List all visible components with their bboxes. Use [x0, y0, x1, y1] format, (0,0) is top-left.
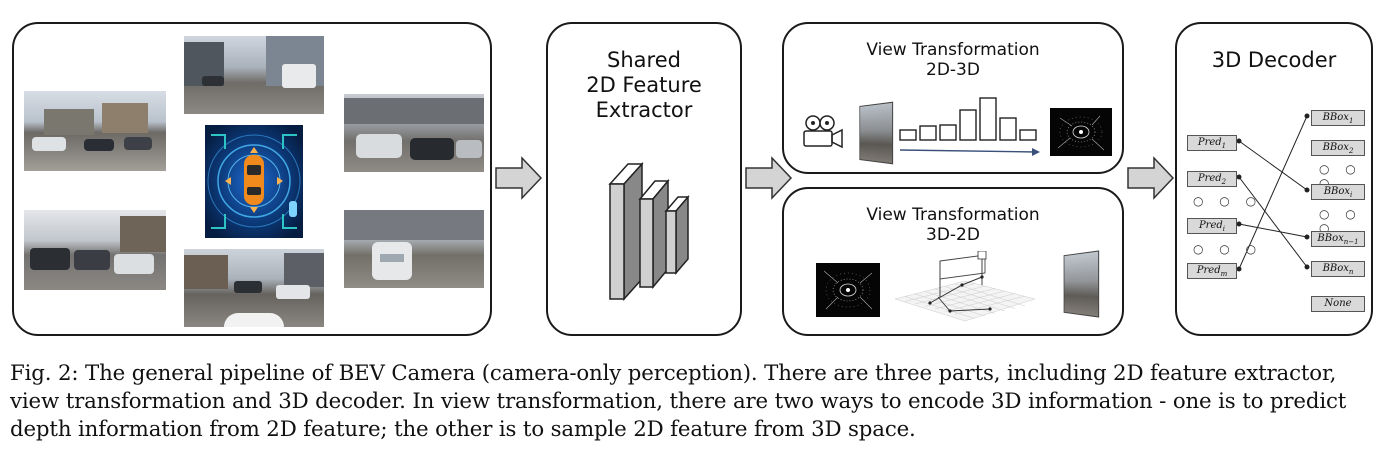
flow-arrow-3	[1127, 156, 1175, 200]
depth-distribution-bars	[899, 97, 1040, 156]
bbox-1: BBox1	[1311, 110, 1365, 126]
bbox-ellipsis-1: ○ ○ ○	[1319, 162, 1362, 190]
camera-image-back	[184, 249, 324, 327]
lidar-point-cloud-image	[1050, 108, 1112, 156]
flow-arrow-2	[745, 156, 793, 200]
camera-image-back-left	[24, 210, 166, 290]
bbox-n-minus-1: BBoxn−1	[1311, 231, 1365, 247]
decoder-title: 3D Decoder	[1211, 48, 1337, 72]
3d-decoder-panel: 3D Decoder Pred1 Pred2 ○ ○ ○ Predi ○ ○ ○…	[1175, 22, 1373, 336]
camera-image-front	[184, 36, 324, 114]
bbox-ellipsis-2: ○ ○ ○	[1319, 207, 1362, 235]
3d-grid-sampling-diagram	[894, 251, 1036, 322]
vt-2d3d-title: View Transformation 2D-3D	[866, 40, 1040, 81]
pred-box-1: Pred1	[1187, 135, 1237, 151]
camera-images-panel	[12, 22, 492, 336]
vt-3d2d-title: View Transformation 3D-2D	[866, 205, 1040, 246]
video-camera-icon	[803, 115, 843, 149]
view-transformation-2d-3d-panel: View Transformation 2D-3D	[782, 22, 1124, 174]
feature-extractor-panel: Shared 2D Feature Extractor	[546, 22, 742, 336]
camera-image-front-left	[24, 91, 166, 171]
camera-image-front-right	[344, 94, 484, 172]
hungarian-matching-lines	[1236, 113, 1310, 272]
bev-ego-car-image	[205, 125, 303, 238]
figure-caption: Fig. 2: The general pipeline of BEV Came…	[10, 361, 1347, 442]
pred-ellipsis-1: ○ ○ ○	[1193, 194, 1263, 208]
bbox-n: BBoxn	[1311, 261, 1365, 277]
bbox-i: BBoxi	[1311, 184, 1365, 200]
bbox-2: BBox2	[1311, 140, 1365, 156]
pred-box-i: Predi	[1187, 218, 1237, 234]
perspective-image-2d	[859, 101, 894, 165]
pred-box-2: Pred2	[1187, 171, 1237, 187]
flow-arrow-1	[495, 156, 543, 200]
perspective-image-2d-output	[1063, 250, 1100, 318]
bbox-none: None	[1311, 296, 1365, 312]
extractor-title: Shared 2D Feature Extractor	[586, 48, 702, 122]
cnn-feature-maps-icon	[608, 162, 690, 301]
camera-image-back-right	[344, 210, 484, 288]
lidar-point-cloud-image-2	[816, 263, 880, 317]
view-transformation-3d-2d-panel: View Transformation 3D-2D	[782, 187, 1124, 336]
pred-ellipsis-2: ○ ○ ○	[1193, 242, 1263, 256]
pred-box-m: Predm	[1187, 263, 1237, 279]
